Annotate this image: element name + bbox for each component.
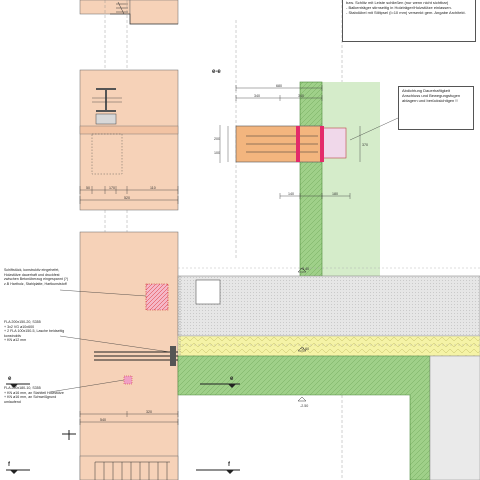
elevation-e1: +3.40 [300, 267, 309, 271]
section-marker-f-right: f [196, 462, 240, 474]
upper-timber-column [79, 69, 179, 211]
steel-rods [94, 351, 178, 361]
dim-d4: 520 [124, 196, 130, 200]
note-left-joint: Schiftstück, konstruktiv eingehefet, Hol… [4, 268, 69, 286]
ee-dim-left-v1: 200 [214, 137, 220, 141]
lower-dimension-chain [79, 411, 179, 425]
dim-d5: 540 [100, 418, 106, 422]
elevation-e2: +2.60 [300, 347, 309, 351]
section-marker-e-right: e [200, 376, 240, 388]
ee-dim-top-right: 340 [298, 94, 304, 98]
steel-plate [170, 346, 176, 366]
ee-dim-bottom-left: 140 [288, 192, 294, 196]
svg-text:e: e [8, 376, 12, 382]
ee-dim-bottom-right: 180 [332, 192, 338, 196]
elevation-markers: +3.40 +2.60 -2.50 [297, 267, 309, 408]
svg-text:f: f [228, 462, 231, 468]
elevation-e3: -2.50 [300, 404, 308, 408]
svg-text:e: e [230, 376, 234, 382]
ee-dim-top-total: 680 [276, 84, 282, 88]
note-right-side: Abdichtung Dauerhaftigkeit Anschluss und… [398, 86, 474, 130]
section-ee-title: e-e [212, 69, 221, 75]
ee-dim-left-v2: 100 [214, 151, 220, 155]
concrete-slab [177, 275, 480, 480]
ee-dim-top-left: 340 [254, 94, 260, 98]
bottom-timber-column [79, 455, 179, 480]
dim-d3: 110 [150, 186, 156, 190]
note-left-fla1: FLA 200x150-20, S355 + 3x2 VG ø10x600 + … [4, 320, 65, 343]
upper-dimension-chain [79, 186, 179, 204]
top-timber-block [79, 0, 179, 25]
dim-d6: 320 [146, 410, 152, 414]
section-ee-drawing [219, 81, 380, 293]
section-marker-e-left: e [6, 376, 30, 388]
grid-marker-left [62, 430, 76, 440]
section-marker-f-left: f [6, 462, 30, 474]
section-ee-dims [227, 85, 361, 199]
leader-lines [49, 117, 399, 393]
ee-dim-right-v1: 370 [362, 143, 368, 147]
note-left-fla2: FLA 200x180-10, S355 + KN ø16 mm, an Sta… [4, 386, 64, 404]
dim-d1: 50 [86, 186, 90, 190]
dim-d2: 170 [109, 186, 115, 190]
note-top-right: bzw. Schlitz mit Leiste schließen (nur w… [342, 0, 476, 42]
svg-text:f: f [8, 462, 11, 468]
